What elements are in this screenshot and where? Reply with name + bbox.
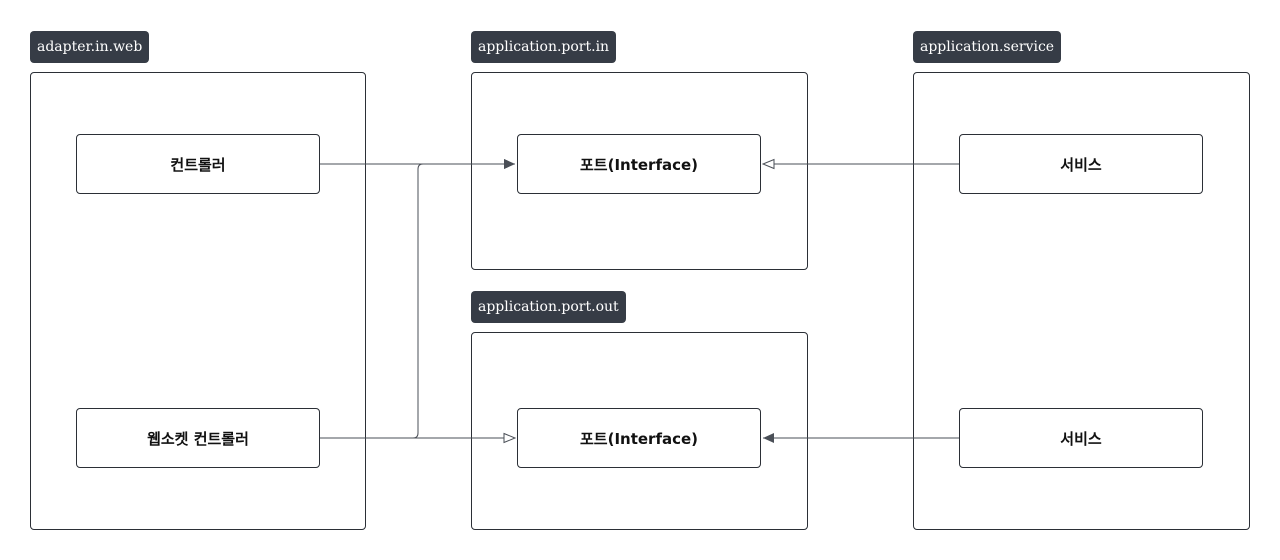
service-bottom-node[interactable]: 서비스 bbox=[959, 408, 1203, 468]
websocket-controller-label: 웹소켓 컨트롤러 bbox=[147, 429, 249, 448]
package-label-application-service: application.service bbox=[913, 31, 1062, 63]
service-top-label: 서비스 bbox=[1060, 155, 1102, 174]
controller-node[interactable]: 컨트롤러 bbox=[76, 134, 320, 194]
port-out-interface-node[interactable]: 포트(Interface) bbox=[517, 408, 761, 468]
package-label-application-port-in: application.port.in bbox=[471, 31, 617, 63]
package-label-adapter-in-web: adapter.in.web bbox=[30, 31, 150, 63]
port-out-interface-label: 포트(Interface) bbox=[579, 429, 699, 448]
service-top-node[interactable]: 서비스 bbox=[959, 134, 1203, 194]
controller-label: 컨트롤러 bbox=[170, 155, 226, 174]
port-in-interface-node[interactable]: 포트(Interface) bbox=[517, 134, 761, 194]
package-label-application-port-out: application.port.out bbox=[471, 291, 626, 323]
port-in-interface-label: 포트(Interface) bbox=[579, 155, 699, 174]
websocket-controller-node[interactable]: 웹소켓 컨트롤러 bbox=[76, 408, 320, 468]
service-bottom-label: 서비스 bbox=[1060, 429, 1102, 448]
